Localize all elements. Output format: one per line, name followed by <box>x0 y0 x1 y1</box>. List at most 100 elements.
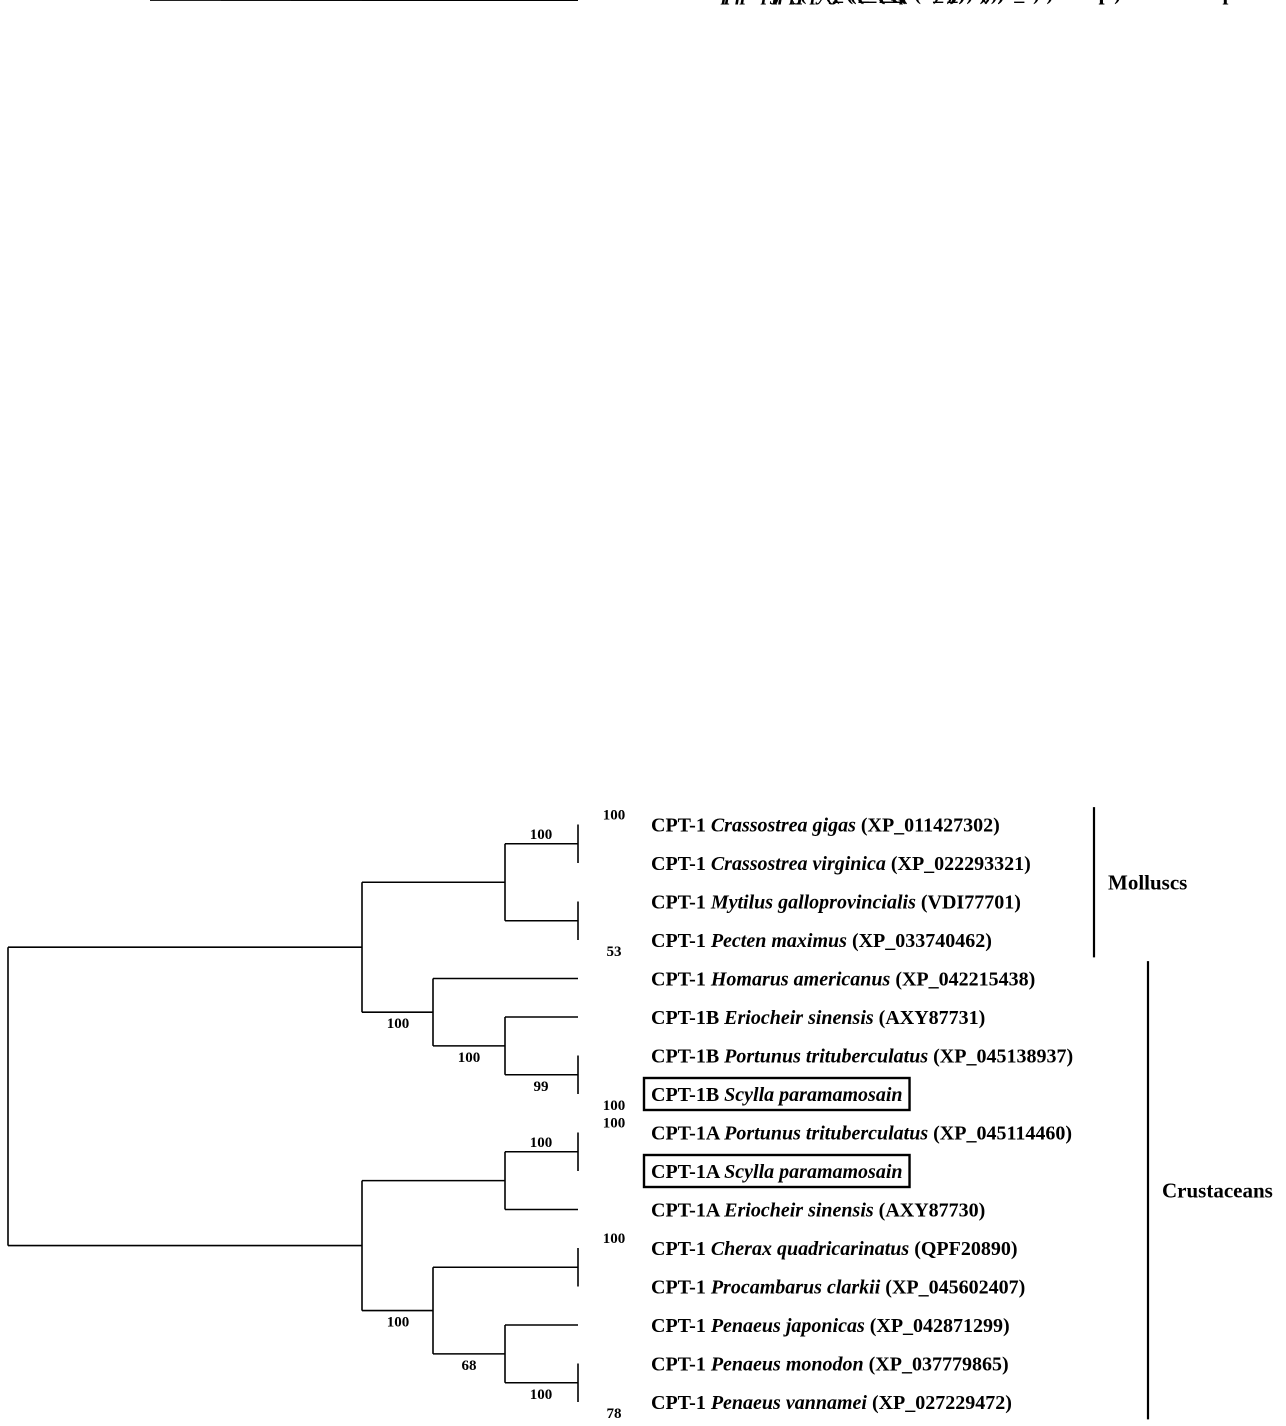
gene-name: CPT-1B <box>651 0 719 5</box>
gene-name: CPT-1B <box>651 0 719 5</box>
gene-name: CPT-1A <box>651 0 721 5</box>
accession-number: (XP_040269509) <box>800 0 940 5</box>
group-label: Mammals <box>1066 0 1156 5</box>
support-value: 100 <box>530 0 553 4</box>
gene-name: CPT-1 <box>651 0 706 5</box>
accession-number: (ETE70947) <box>901 0 1004 5</box>
species-name: Pecten maximus <box>710 930 847 952</box>
leaf-label: CPT-1A Portunus trituberculatus (XP_0451… <box>651 1123 1072 1145</box>
leaf-label: CPT-1 Oreochromis niloticus (XP_01921820… <box>651 0 1040 5</box>
gene-name: CPT-1 <box>651 1315 706 1337</box>
support-value: 83 <box>462 0 477 4</box>
group-label: Molluscs <box>1108 870 1187 894</box>
leaf-label: CPT-1B Monopterus albus (WHB10903) <box>651 0 991 5</box>
leaf-label: CPT-1 Mytilus galloprovincialis (VDI7770… <box>651 892 1021 914</box>
leaf-label: CPT-1 Bufo bufo (XP_040269509) <box>651 0 940 5</box>
gene-name: CPT-1 <box>651 815 706 837</box>
species-name: Penaeus monodon <box>710 1354 864 1376</box>
accession-number: (AAH18270) <box>850 0 958 5</box>
leaf-label: CPT-1 Pecten maximus (XP_033740462) <box>651 930 992 952</box>
species-name: Monopterus albus <box>723 0 874 5</box>
support-value: 44 <box>462 0 478 4</box>
species-name: Crassostrea virginica <box>711 853 886 875</box>
species-name: Eriocheir sinensis <box>723 1007 874 1029</box>
gene-name: CPT-1B <box>651 1084 719 1106</box>
species-name: Larimichthys crocea <box>723 0 893 5</box>
support-value: 68 <box>462 1358 477 1374</box>
leaf-label: CPT-1B Homo sapiens (NP_004368) <box>651 0 956 5</box>
leaf-label: CPT-1B Scylla paramamosain <box>651 1084 903 1106</box>
species-name: Homarus americanus <box>710 969 891 991</box>
accession-number: (P32198) <box>878 0 954 5</box>
leaf-label: CPT-1 Procambarus clarkii (XP_045602407) <box>651 1277 1025 1299</box>
gene-name: CPT-1 <box>651 1277 706 1299</box>
tree-branches <box>7 0 579 1402</box>
accession-number: (WHB10903) <box>879 0 991 5</box>
gene-name: CPT-1 <box>651 0 706 5</box>
gene-name: CPT-1 <box>651 1392 706 1414</box>
accession-number: (VDI77701) <box>921 892 1021 914</box>
support-value: 100 <box>316 0 339 4</box>
accession-number: (AKP06219) <box>899 0 1005 5</box>
group-label: Birds <box>1066 0 1115 5</box>
gene-name: CPT-1 <box>651 853 706 875</box>
leaf-label: CPT-1 Passer montanus (XP_039584250) <box>651 0 998 5</box>
support-values: 1001001004499811001001001001001001008387… <box>175 0 626 1422</box>
gene-name: CPT-1B <box>651 0 719 5</box>
species-name: Sparus aurata <box>711 0 828 5</box>
leaf-label: CPT-1B Rattus norvegicus (Q63704) <box>651 0 956 5</box>
group-label: Amphibian <box>1066 0 1168 5</box>
gene-name: CPT-1 <box>651 1354 706 1376</box>
gene-name: CPT-1A <box>651 1161 721 1183</box>
accession-number: (XP_011427302) <box>861 815 1000 837</box>
group-label: Fish <box>1124 0 1163 5</box>
species-name: Portunus trituberculatus <box>723 1123 928 1145</box>
leaf-label: CPT-1A Mus musculus (AAH46383) <box>651 0 958 5</box>
support-value: 100 <box>603 0 626 4</box>
accession-number: (XP_015665701) <box>981 0 1121 5</box>
gene-name: CPT-1B <box>651 0 719 5</box>
species-name: Mus musculus <box>723 0 845 5</box>
support-value: 100 <box>603 1231 626 1247</box>
support-value: 93 <box>534 0 549 4</box>
leaf-label: CPT-1B Eriocheir sinensis (AXY87731) <box>651 1007 985 1029</box>
accession-number: (XP_027229472) <box>872 1392 1012 1414</box>
species-name: Scylla paramamosain <box>724 1161 902 1183</box>
support-value: 53 <box>607 944 622 960</box>
leaf-label: CPT-1 Penaeus monodon (XP_037779865) <box>651 1354 1009 1376</box>
gene-name: CPT-1B <box>651 1007 719 1029</box>
leaf-label: CPT-1 Scophthalmus maximus (XP_035499113… <box>651 0 1053 5</box>
leaf-label: CPT-1A Rattus norvegicus (P32198) <box>651 0 953 5</box>
accession-number: (XP_037779865) <box>869 1354 1009 1376</box>
species-name: Homo sapiens <box>723 0 841 5</box>
accession-number: (NP_001315121) <box>825 0 965 5</box>
group-label: Reptiles <box>1198 0 1270 5</box>
accession-number: (XP_033740462) <box>852 930 992 952</box>
accession-number: (XP_030282061) <box>833 0 973 5</box>
group-label: Crustaceans <box>1162 1178 1273 1202</box>
gene-name: CPT-1 <box>651 930 706 952</box>
support-value: 100 <box>530 827 553 843</box>
leaf-label: CPT-1A Scylla paramamosain <box>651 1161 903 1183</box>
leaf-labels: CPT-1A Mus musculus (AAH46383)CPT-1A Rat… <box>642 0 1121 1414</box>
leaf-label: CPT-1 Cherax quadricarinatus (QPF20890) <box>651 1238 1018 1260</box>
accession-number: (AKP06218) <box>899 0 1005 5</box>
leaf-label: CPT-1 Gallus gallus (NP_001012916) <box>651 0 965 5</box>
support-value: 100 <box>458 1050 481 1066</box>
accession-number: (XP_045138937) <box>933 1046 1073 1068</box>
gene-name: CPT-1 <box>651 0 706 5</box>
species-name: Monopterus albus <box>723 0 874 5</box>
accession-number: (NP_001027017) <box>846 0 986 5</box>
species-name: Procambarus clarkii <box>710 1277 881 1299</box>
group-label: Fish <box>1112 0 1151 5</box>
leaf-label: CPT-1 Penaeus japonicas (XP_042871299) <box>651 1315 1010 1337</box>
species-name: Protobothrops mucrosquamatus <box>710 0 976 5</box>
species-name: Passer montanus <box>710 0 853 5</box>
gene-name: CPT-1 <box>651 0 706 5</box>
leaf-label: CPT-1A Eriocheir sinensis (AXY87730) <box>651 1200 985 1222</box>
leaf-label: CPT-1 Protobothrops mucrosquamatus (XP_0… <box>651 0 1121 5</box>
accession-number: (Q63704) <box>878 0 957 5</box>
support-value: 87 <box>391 0 407 4</box>
support-value: 78 <box>607 1406 622 1422</box>
gene-name: CPT-1 <box>651 0 706 5</box>
